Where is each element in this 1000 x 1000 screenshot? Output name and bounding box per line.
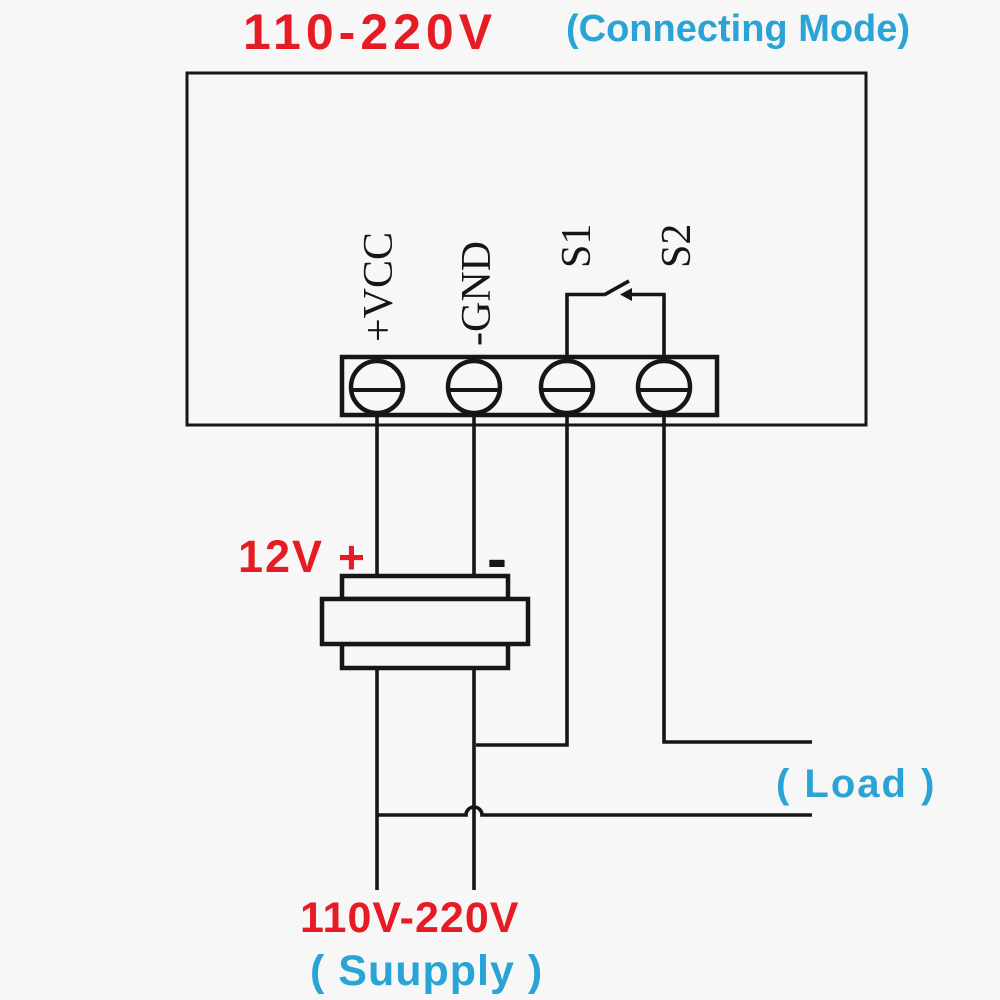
terminal-screws: [348, 358, 693, 416]
switch-blade: [603, 279, 630, 297]
supply-voltage-range: 110V-220V: [300, 894, 520, 942]
screw-terminal-vcc: [348, 358, 406, 416]
switch-left-lead: [565, 292, 604, 357]
title-voltage-range: 110-220V: [243, 4, 498, 60]
adapter-voltage-label: 12V: [238, 531, 325, 582]
adapter-bottom-section: [339, 641, 511, 671]
adapter-minus-label: -: [487, 525, 507, 592]
adapter-plus-label: +: [338, 531, 365, 583]
terminal-label-s2: S2: [654, 223, 700, 268]
power-adapter-symbol: [319, 573, 531, 671]
controller-outline: [185, 71, 868, 427]
wires-group: [375, 279, 812, 890]
wire-load-return-hop: [377, 805, 812, 817]
load-label: ( Load ): [776, 762, 937, 806]
wire-s1: [476, 412, 569, 747]
supply-label: ( Suupply ): [310, 947, 544, 995]
screw-terminal-s2: [635, 358, 693, 416]
switch-right-lead: [630, 292, 666, 357]
screw-terminal-s1: [538, 358, 596, 416]
terminal-label-s1: S1: [554, 223, 600, 268]
wire-s2-load: [662, 412, 812, 744]
screw-terminal-gnd: [445, 358, 503, 416]
adapter-top-section: [339, 573, 511, 602]
terminal-label-vcc: +VCC: [356, 231, 402, 342]
title-connecting-mode: (Connecting Mode): [566, 8, 911, 50]
switch-contact-tip: [620, 288, 632, 301]
terminal-label-gnd: -GND: [454, 241, 500, 346]
adapter-middle-section: [319, 596, 531, 647]
